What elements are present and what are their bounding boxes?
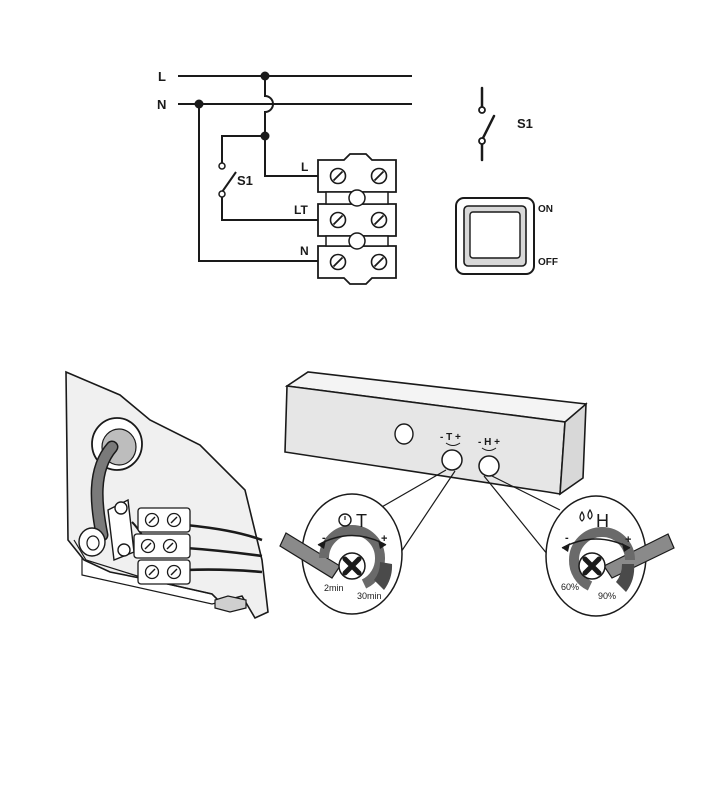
switch-contact	[218, 190, 226, 198]
timer-min-label: 2min	[324, 583, 344, 593]
terminal-n-label: N	[300, 244, 309, 258]
t-adjuster-hole[interactable]	[441, 449, 463, 471]
s1-contact	[478, 106, 486, 114]
housing-led-window	[394, 423, 414, 445]
h-adjuster-hole[interactable]	[478, 455, 500, 477]
s1-contact	[478, 137, 486, 145]
humidity-dial-callout	[545, 495, 675, 617]
switch-feed-wire	[221, 135, 265, 166]
junction-dot	[194, 99, 204, 109]
n-drop-wire	[198, 104, 318, 262]
junction-dot	[260, 71, 270, 81]
open-base-illustration	[65, 370, 269, 620]
line-l-label: L	[158, 69, 166, 84]
switch-s1-label: S1	[237, 173, 253, 188]
humidity-max-label: 90%	[598, 591, 616, 601]
lt-wire	[221, 192, 318, 221]
humidity-plus-label: +	[625, 534, 631, 546]
humidity-min-label: 60%	[561, 582, 579, 592]
s1-blade	[221, 171, 237, 193]
timer-dial-letter: T	[356, 511, 367, 531]
rocker-off-label: OFF	[538, 257, 558, 268]
line-n-label: N	[157, 97, 166, 112]
timer-dial-callout	[279, 493, 403, 615]
terminal-l-label: L	[301, 160, 308, 174]
timer-minus-label: -	[322, 532, 326, 544]
junction-dot	[260, 131, 270, 141]
humidity-minus-label: -	[565, 532, 569, 544]
housing-h-label: - H +	[478, 437, 500, 448]
rocker-on-label: ON	[538, 204, 553, 215]
timer-plus-label: +	[381, 533, 387, 545]
switch-contact	[218, 162, 226, 170]
timer-max-label: 30min	[357, 591, 382, 601]
terminal-lt-label: LT	[294, 203, 308, 217]
l-drop-wire	[264, 76, 318, 177]
s1-switch-symbol	[480, 86, 496, 162]
terminal-block	[317, 153, 397, 285]
housing-t-label: - T +	[440, 432, 461, 443]
rocker-switch[interactable]	[455, 197, 535, 275]
wiring-schematic	[178, 75, 412, 262]
humidity-dial-letter: H	[596, 511, 609, 531]
s1-symbol-label: S1	[517, 116, 533, 131]
